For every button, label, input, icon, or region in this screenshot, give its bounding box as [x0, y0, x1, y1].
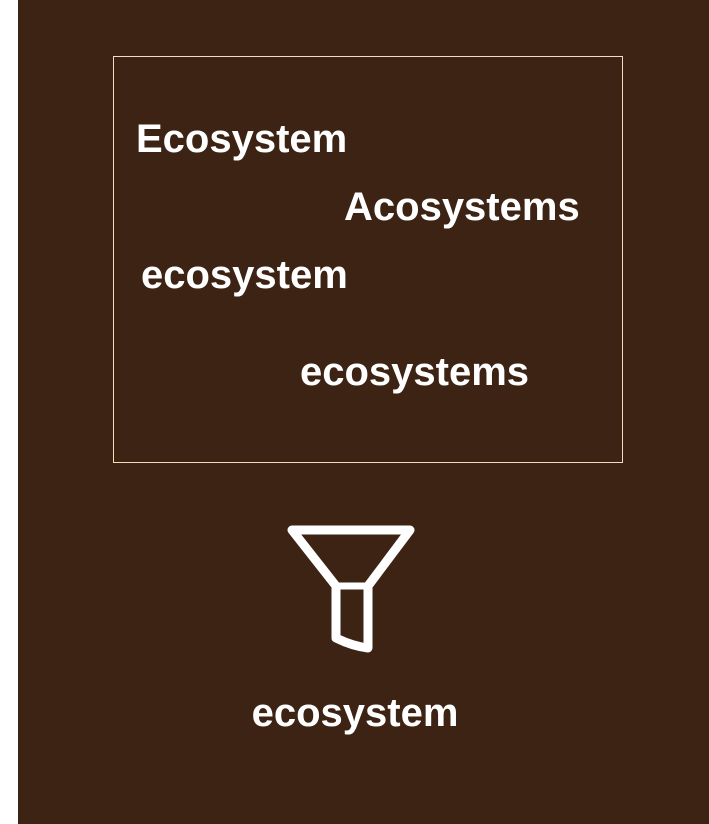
input-word-3: ecosystem: [141, 253, 348, 297]
input-word-4: ecosystems: [300, 350, 530, 394]
funnel-icon: [287, 525, 415, 653]
input-word-1: Ecosystem: [136, 117, 348, 161]
diagram-canvas: Ecosystem Acosystems ecosystem ecosystem…: [18, 0, 709, 824]
output-word: ecosystem: [251, 691, 459, 735]
input-word-2: Acosystems: [344, 185, 580, 229]
input-words-box: Ecosystem Acosystems ecosystem ecosystem…: [113, 56, 623, 463]
